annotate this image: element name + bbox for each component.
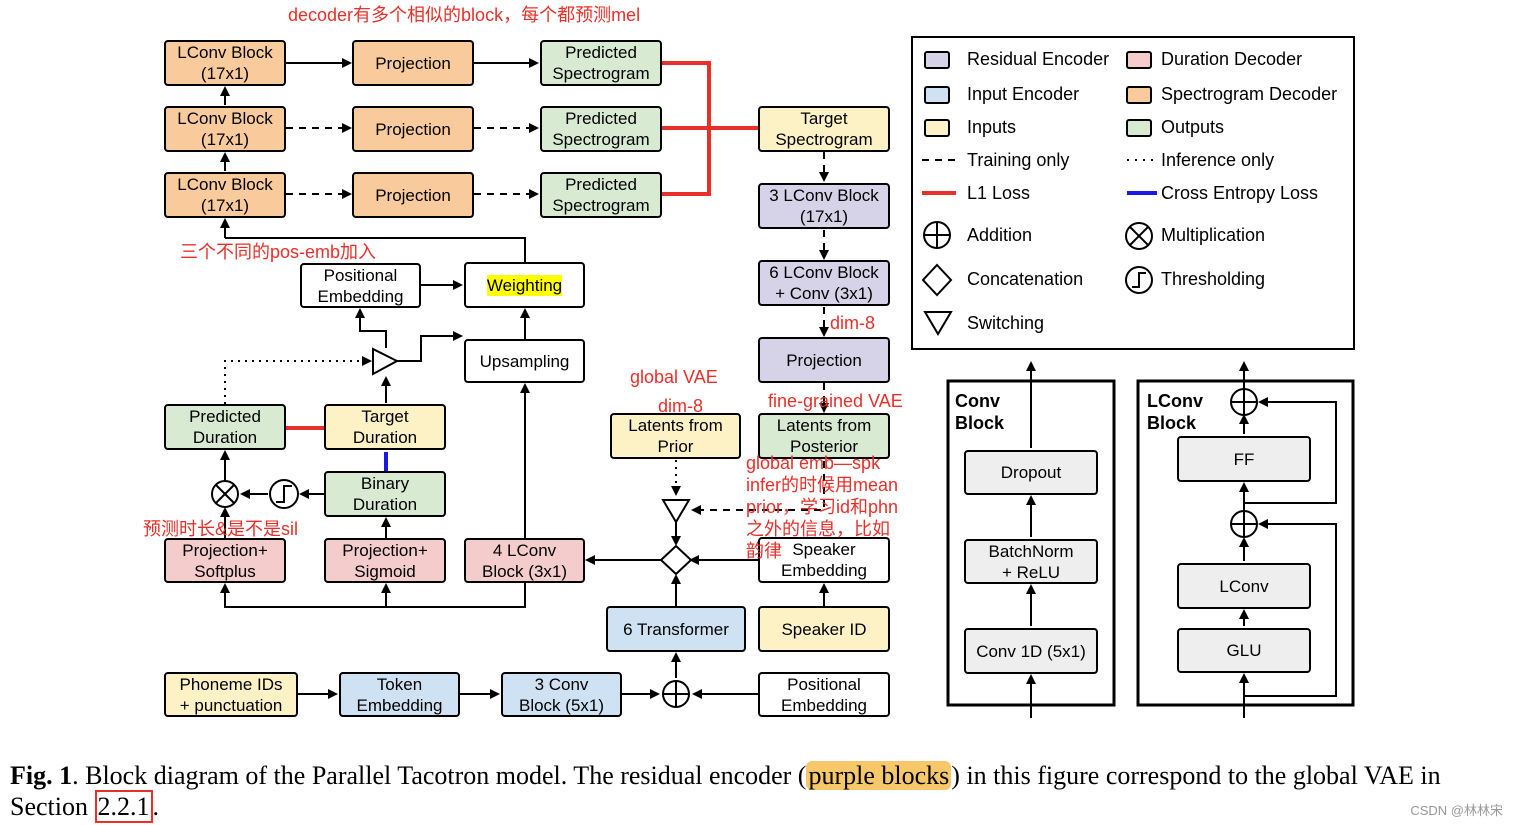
legend-spectrogram-label: Spectrogram Decoder — [1161, 84, 1338, 104]
legend-multiplication-label: Multiplication — [1161, 225, 1266, 245]
switch-duration-icon — [372, 347, 400, 376]
token-embedding: Token Embedding — [339, 672, 460, 717]
legend-input-label: Input Encoder — [967, 84, 1080, 104]
legend-spectrogram-swatch — [1126, 86, 1152, 104]
lconv-block-frame — [1136, 379, 1355, 707]
caption-text-3: . — [152, 792, 160, 821]
legend-ce-label: Cross Entropy Loss — [1161, 183, 1319, 203]
lconv-block-1: LConv Block (17x1) — [164, 40, 286, 86]
upsampling-block: Upsampling — [464, 339, 585, 383]
latents-from-prior: Latents from Prior — [610, 413, 741, 459]
conv-3-block: 3 Conv Block (5x1) — [501, 672, 622, 717]
batchnorm-relu-block: BatchNorm + ReLU — [964, 539, 1098, 584]
legend-outputs-label: Outputs — [1161, 117, 1225, 137]
caption-purple-highlight: purple blocks — [806, 761, 952, 790]
legend-thresholding-label: Thresholding — [1161, 269, 1266, 289]
predicted-spectrogram-2: Predicted Spectrogram — [540, 106, 662, 152]
dropout-block: Dropout — [964, 450, 1098, 495]
arrow-switch-upsampling — [397, 331, 463, 362]
lconv-block-2: LConv Block (17x1) — [164, 106, 286, 152]
wire-lconv4-softplus — [220, 583, 526, 608]
lconv-block-3: LConv Block (17x1) — [164, 172, 286, 218]
legend-inputs-label: Inputs — [967, 117, 1017, 137]
speaker-id: Speaker ID — [758, 606, 890, 652]
latents-from-posterior: Latents from Posterior — [758, 413, 890, 459]
speaker-embedding: Speaker Embedding — [758, 537, 890, 583]
legend-inference-label: Inference only — [1161, 150, 1275, 170]
arrow-posterior-switch — [691, 461, 825, 515]
watermark: CSDN @林林宋 — [1410, 803, 1503, 818]
projection-softplus: Projection+ Softplus — [164, 538, 286, 583]
legend-residual-label: Residual Encoder — [967, 49, 1110, 69]
res-3-lconv-block: 3 LConv Block (17x1) — [758, 183, 890, 229]
annotation-fine-vae: fine-grained VAE — [768, 391, 903, 411]
positional-embedding-encoder: Positional Embedding — [758, 672, 890, 717]
switch-vae-icon — [661, 499, 691, 524]
projection-3: Projection — [352, 172, 474, 218]
positional-embedding-decoder: Positional Embedding — [300, 263, 421, 308]
legend-training-label: Training only — [967, 150, 1070, 170]
projection-2: Projection — [352, 106, 474, 152]
annotation-sil: 预测时长&是不是sil — [143, 519, 299, 539]
res-projection: Projection — [758, 337, 890, 383]
legend-outputs-swatch — [1126, 119, 1152, 137]
conv1d-block: Conv 1D (5x1) — [964, 628, 1098, 674]
legend-input-swatch — [924, 86, 950, 104]
legend-duration-swatch — [1126, 51, 1152, 69]
multiplication-x2 — [215, 484, 235, 504]
caption-text-2: ) in this figure correspond to the globa… — [10, 761, 1441, 821]
weighting-block: Weighting — [464, 262, 585, 308]
projection-sigmoid: Projection+ Sigmoid — [324, 538, 446, 583]
legend-inputs-swatch — [924, 119, 950, 137]
lconv-inner-block: LConv — [1177, 563, 1311, 609]
legend-addition-label: Addition — [967, 225, 1033, 245]
phoneme-ids: Phoneme IDs + punctuation — [164, 672, 298, 717]
annotation-decoder: decoder有多个相似的block，每个都预测mel — [288, 5, 641, 25]
weighting-label: Weighting — [486, 274, 563, 296]
lconv-4-block: 4 LConv Block (3x1) — [464, 538, 585, 583]
arrow-switch-posemb — [355, 308, 387, 348]
caption-text-1: . Block diagram of the Parallel Tacotron… — [72, 761, 807, 790]
conv-block-title: Conv Block — [955, 391, 1005, 433]
arrow-preddur-switch-inference — [224, 356, 372, 404]
predicted-spectrogram-3: Predicted Spectrogram — [540, 172, 662, 218]
target-spectrogram: Target Spectrogram — [758, 106, 890, 152]
target-duration: Target Duration — [324, 404, 446, 450]
legend-duration-label: Duration Decoder — [1161, 49, 1303, 69]
legend-frame — [911, 36, 1355, 350]
glu-block: GLU — [1177, 628, 1311, 673]
annotation-dim8-left: dim-8 — [658, 396, 704, 416]
concat-op-icon — [659, 544, 693, 576]
projection-1: Projection — [352, 40, 474, 86]
ff-block: FF — [1177, 436, 1311, 482]
wire-weighting-lconv3 — [225, 237, 526, 262]
binary-duration: Binary Duration — [324, 471, 446, 517]
legend-switching-icon — [923, 311, 953, 336]
annotation-global-vae: global VAE — [630, 367, 718, 387]
legend-concatenation-icon — [921, 263, 953, 297]
transformer-6: 6 Transformer — [606, 606, 746, 652]
annotation-global-emb: global emb—spk infer的时候用mean prior，学习id和… — [746, 453, 899, 561]
figure-caption: Fig. 1. Block diagram of the Parallel Ta… — [10, 760, 1515, 823]
annotation-dim8-right: dim-8 — [830, 313, 876, 333]
legend-concatenation-label: Concatenation — [967, 269, 1084, 289]
predicted-duration: Predicted Duration — [164, 404, 286, 450]
caption-section-ref[interactable]: 2.2.1 — [94, 790, 153, 823]
legend-switching-label: Switching — [967, 313, 1045, 333]
caption-fig-label: Fig. 1 — [10, 761, 73, 790]
predicted-spectrogram-1: Predicted Spectrogram — [540, 40, 662, 86]
legend-l1-label: L1 Loss — [967, 183, 1031, 203]
annotation-pos-emb: 三个不同的pos-emb加入 — [180, 242, 377, 262]
res-6-lconv-block: 6 LConv Block + Conv (3x1) — [758, 260, 890, 306]
legend-residual-swatch — [924, 51, 950, 69]
lconv-block-title: LConv Block — [1147, 391, 1203, 433]
